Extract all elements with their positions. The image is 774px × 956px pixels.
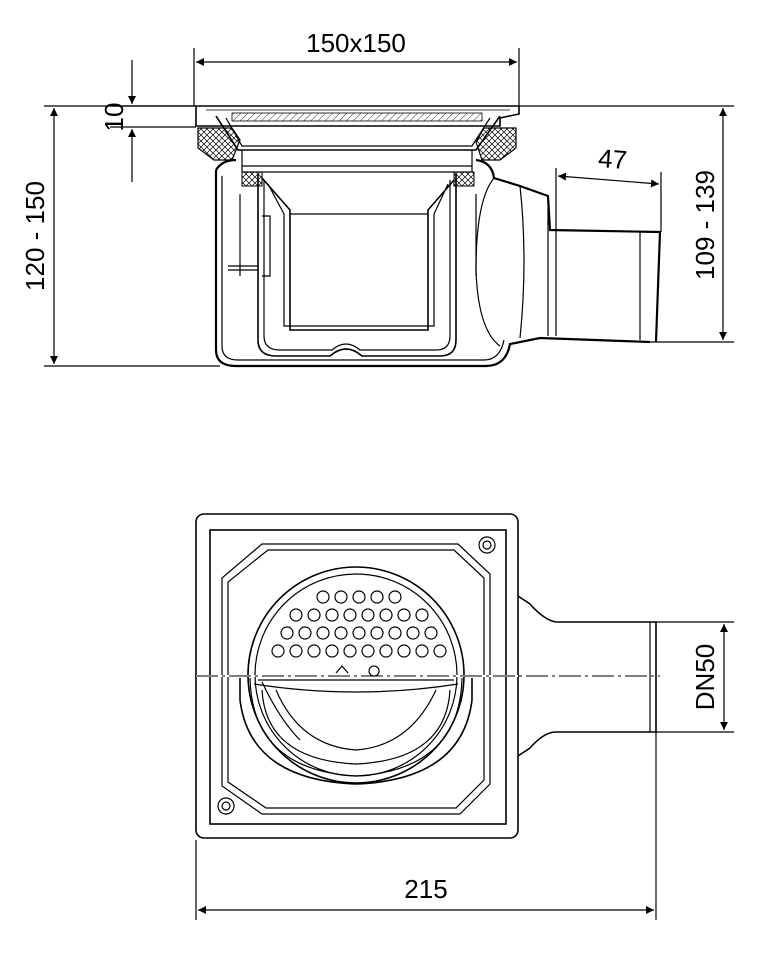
screw-hole-top-right bbox=[478, 536, 496, 554]
perforation-hole bbox=[397, 644, 411, 658]
grate-octagon bbox=[221, 543, 491, 815]
outlet-length-label: 47 bbox=[597, 143, 628, 175]
perforation-hole bbox=[388, 626, 402, 640]
perforation-hole bbox=[370, 590, 384, 604]
seal-right bbox=[475, 127, 517, 161]
outlet-diameter-label: DN50 bbox=[690, 644, 720, 710]
perforation-hole bbox=[370, 626, 384, 640]
total-width-label: 215 bbox=[404, 874, 447, 904]
gasket-small bbox=[241, 171, 475, 187]
dim-total-width: 215 bbox=[195, 732, 657, 920]
perforation-hole bbox=[307, 608, 321, 622]
outlet-pipe bbox=[517, 595, 657, 757]
perforation-hole bbox=[289, 608, 303, 622]
perforation-hole bbox=[433, 644, 447, 658]
perforation-hole bbox=[289, 644, 303, 658]
dim-grate-thickness: 10 bbox=[99, 60, 196, 182]
dim-outlet-height: 109 - 139 bbox=[519, 105, 734, 343]
perforation-hole bbox=[361, 608, 375, 622]
perforation-hole bbox=[388, 590, 402, 604]
perforation-hole bbox=[316, 590, 330, 604]
perforation-hole bbox=[325, 608, 339, 622]
perforation-hole bbox=[280, 626, 294, 640]
perforation-hole bbox=[352, 590, 366, 604]
drain-body bbox=[214, 158, 662, 368]
perforation-hole bbox=[379, 644, 393, 658]
grate-frame bbox=[195, 105, 520, 173]
perforation-hole bbox=[424, 626, 438, 640]
perforation-hole bbox=[316, 626, 330, 640]
perforation-hole bbox=[406, 626, 420, 640]
perforation-hole bbox=[307, 644, 321, 658]
dim-total-height: 120 - 150 bbox=[20, 105, 220, 367]
perforation-hole bbox=[343, 608, 357, 622]
perforation-hole bbox=[334, 590, 348, 604]
perforation-hole bbox=[343, 644, 357, 658]
total-height-label: 120 - 150 bbox=[20, 181, 50, 291]
perforation-hole bbox=[334, 626, 348, 640]
trap-cutaway bbox=[196, 665, 518, 785]
plan-view: DN50 215 bbox=[195, 513, 734, 920]
perforation-hole bbox=[361, 644, 375, 658]
perforation-hole bbox=[379, 608, 393, 622]
perforation-hole bbox=[415, 608, 429, 622]
perforation-hole bbox=[397, 608, 411, 622]
dim-outlet-diameter: DN50 bbox=[656, 621, 734, 733]
perforation-hole bbox=[415, 644, 429, 658]
grate-size-label: 150x150 bbox=[306, 28, 406, 58]
perforation-hole bbox=[325, 644, 339, 658]
grate-thickness-label: 10 bbox=[99, 103, 129, 132]
perforation-hole bbox=[298, 626, 312, 640]
dim-grate-size: 150x150 bbox=[193, 28, 520, 106]
inner-trap bbox=[228, 174, 477, 357]
outlet-height-label: 109 - 139 bbox=[690, 170, 720, 280]
section-view: 150x150 10 120 - 150 109 - 139 bbox=[20, 28, 734, 368]
dim-outlet-length: 47 bbox=[555, 143, 662, 232]
perforation-hole bbox=[352, 626, 366, 640]
seal-left bbox=[197, 127, 241, 161]
perforation-hole bbox=[271, 644, 285, 658]
screw-hole-bottom-left bbox=[217, 797, 235, 815]
